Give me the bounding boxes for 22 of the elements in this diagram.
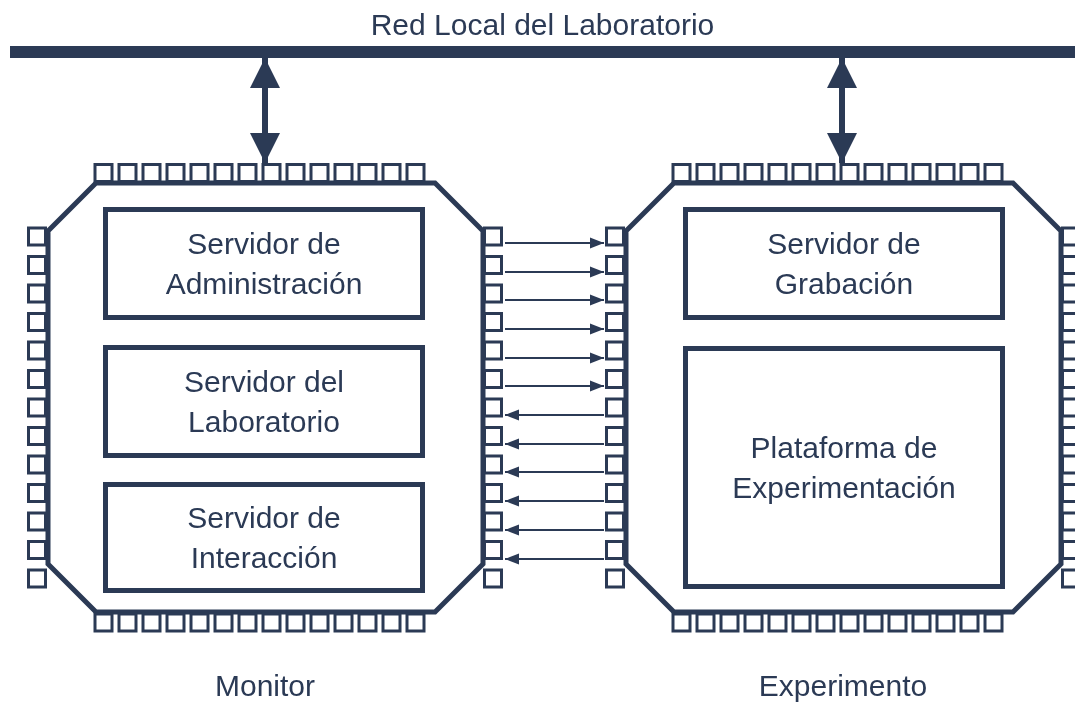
arrow (250, 58, 280, 163)
arrow (504, 380, 605, 392)
server-box: Servidor de Interacción (103, 482, 425, 593)
chip-label: Experimento (757, 669, 929, 703)
arrow (827, 58, 857, 163)
arrow (504, 524, 605, 536)
server-box: Servidor de Grabación (683, 207, 1005, 320)
arrow (504, 553, 605, 565)
arrow (504, 237, 605, 249)
arrow (504, 352, 605, 364)
arrow (504, 466, 605, 478)
server-box: Plataforma de Experimentación (683, 346, 1005, 589)
arrow (504, 409, 605, 421)
arrow (504, 323, 605, 335)
arrow (504, 438, 605, 450)
chip-label: Monitor (213, 669, 316, 703)
arrow (504, 266, 605, 278)
arrow (504, 495, 605, 507)
network-label: Red Local del Laboratorio (369, 8, 716, 42)
server-box: Servidor de Administración (103, 207, 425, 320)
arrow (504, 294, 605, 306)
server-box: Servidor del Laboratorio (103, 345, 425, 458)
